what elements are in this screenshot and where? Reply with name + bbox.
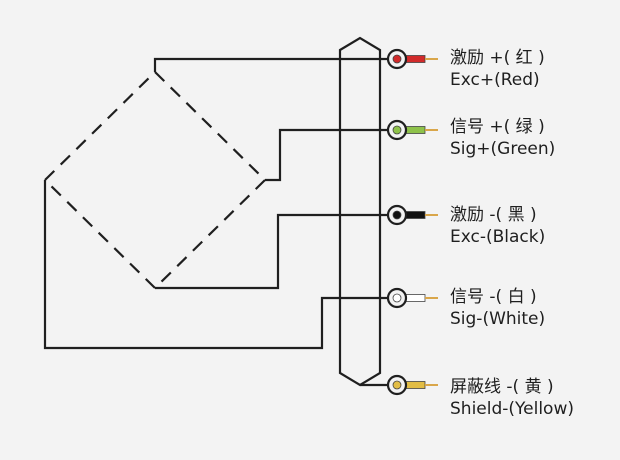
label-shield-en: Shield-(Yellow): [450, 399, 574, 419]
label-exc-plus: 激励 +( 红 ) Exc+(Red): [450, 47, 545, 91]
terminal-core-shield: [392, 380, 402, 390]
label-shield-cn: 屏蔽线 -( 黄 ): [450, 377, 554, 397]
label-sig-minus-cn: 信号 -( 白 ): [450, 287, 537, 307]
wire-sig-plus-path: [265, 128, 397, 182]
bridge-diamond: [44, 71, 266, 289]
bridge-arm-top-right: [154, 71, 266, 181]
label-exc-minus: 激励 -( 黑 ) Exc-(Black): [450, 204, 545, 248]
label-sig-plus-cn: 信号 +( 绿 ): [450, 117, 545, 137]
label-exc-plus-cn: 激励 +( 红 ): [450, 48, 545, 68]
wire-exc-plus-path: [153, 57, 397, 72]
label-exc-minus-en: Exc-(Black): [450, 227, 546, 247]
label-exc-minus-cn: 激励 -( 黑 ): [450, 205, 537, 225]
bridge-arm-bottom-right: [154, 179, 266, 289]
bridge-arm-top-left: [44, 71, 156, 181]
terminal-core-exc-plus: [392, 54, 402, 64]
terminal-core-sig-minus: [392, 293, 402, 303]
wire-sig-minus-path: [43, 180, 397, 350]
label-sig-minus-en: Sig-(White): [450, 309, 546, 329]
wire-terminals: [386, 48, 438, 396]
label-exc-plus-en: Exc+(Red): [450, 70, 540, 90]
label-sig-plus-en: Sig+(Green): [450, 139, 556, 159]
cable-sheath: [338, 36, 382, 387]
label-sig-plus: 信号 +( 绿 ) Sig+(Green): [450, 116, 555, 160]
terminal-core-exc-minus: [392, 210, 402, 220]
terminal-core-sig-plus: [392, 125, 402, 135]
label-shield: 屏蔽线 -( 黄 ) Shield-(Yellow): [450, 376, 574, 420]
wire-exc-minus-path: [155, 213, 397, 290]
bridge-arm-bottom-left: [44, 179, 156, 289]
label-sig-minus: 信号 -( 白 ) Sig-(White): [450, 286, 545, 330]
